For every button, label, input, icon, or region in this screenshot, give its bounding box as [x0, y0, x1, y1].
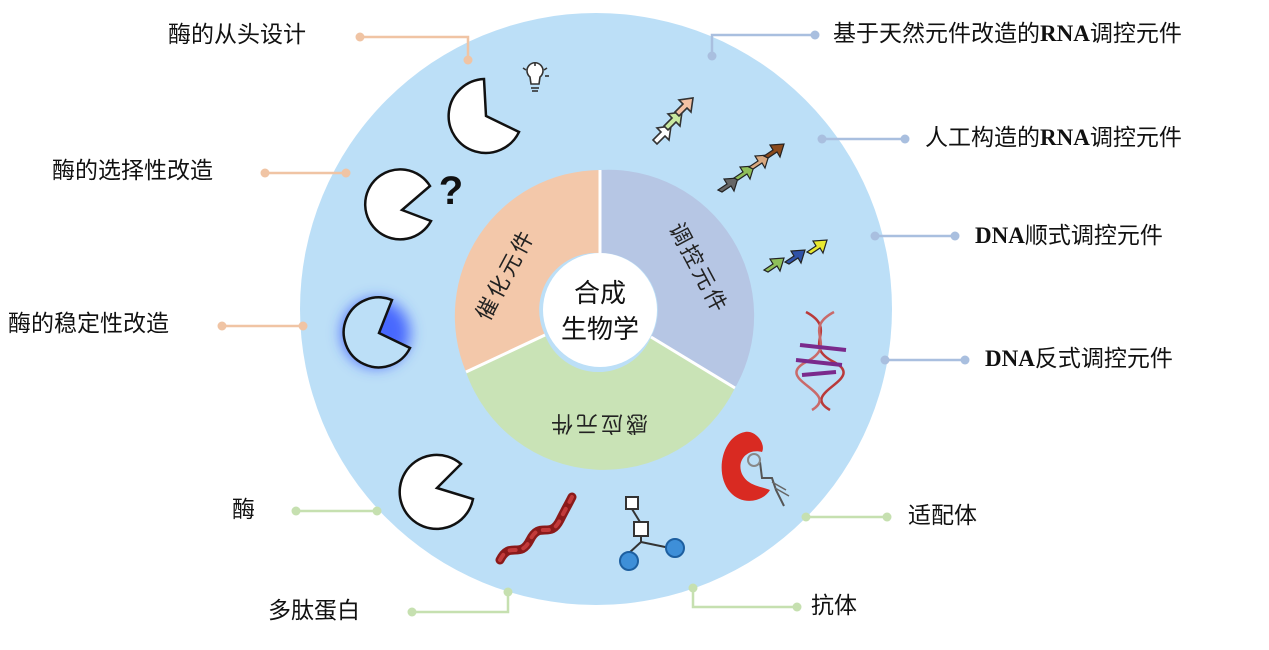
question-icon: ?	[439, 169, 463, 213]
sector-catalytic	[454, 170, 600, 372]
rna-artificial-arrows-icon	[716, 143, 785, 193]
label-rna-natural-prefix: 基于天然元件改造的	[833, 21, 1040, 47]
label-polypeptide: 多肽蛋白	[268, 598, 360, 624]
antibody-icon	[619, 496, 685, 571]
label-enzyme: 酶	[232, 497, 255, 523]
label-dna-cis-bold: DNA	[975, 223, 1025, 248]
label-dna-cis: DNA顺式调控元件	[975, 224, 1163, 248]
dna-cis-arrows-icon	[762, 239, 828, 273]
enzyme-pacman-icon-selectivity	[363, 168, 433, 241]
sector-regulatory	[600, 169, 755, 388]
rna-natural-arrows-icon	[651, 97, 694, 146]
sector-sensing	[466, 335, 735, 470]
label-rna-artificial-prefix: 人工构造的	[925, 125, 1040, 151]
lightbulb-icon	[522, 62, 549, 92]
dna-helix-icon	[795, 310, 847, 412]
label-rna-artificial-bold: RNA	[1040, 125, 1090, 150]
label-dna-cis-suffix: 顺式调控元件	[1024, 223, 1163, 249]
center-title-line2: 生物学	[561, 315, 639, 345]
label-dna-trans: DNA反式调控元件	[985, 347, 1173, 371]
polypeptide-helix-icon	[495, 492, 577, 565]
label-rna-natural-bold: RNA	[1040, 21, 1090, 46]
enzyme-pacman-icon-denovo	[447, 77, 521, 155]
label-enzyme-selectivity: 酶的选择性改造	[52, 158, 213, 184]
label-rna-artificial: 人工构造的RNA调控元件	[925, 126, 1182, 150]
sector-sensing-label: 感应元件	[548, 410, 648, 435]
center-title-line1: 合成	[574, 279, 626, 309]
label-enzyme-denovo: 酶的从头设计	[168, 22, 306, 48]
label-aptamer: 适配体	[908, 503, 977, 529]
aptamer-icon	[721, 431, 790, 507]
label-rna-natural-suffix: 调控元件	[1089, 21, 1182, 47]
label-rna-natural: 基于天然元件改造的RNA调控元件	[833, 22, 1182, 46]
label-dna-trans-suffix: 反式调控元件	[1034, 346, 1173, 372]
label-antibody: 抗体	[811, 593, 857, 619]
label-rna-artificial-suffix: 调控元件	[1089, 125, 1182, 151]
label-enzyme-stability: 酶的稳定性改造	[8, 311, 169, 337]
center-circle	[543, 253, 657, 367]
label-dna-trans-bold: DNA	[985, 346, 1035, 371]
enzyme-pacman-icon-stability	[334, 291, 418, 375]
enzyme-pacman-icon	[398, 453, 475, 531]
